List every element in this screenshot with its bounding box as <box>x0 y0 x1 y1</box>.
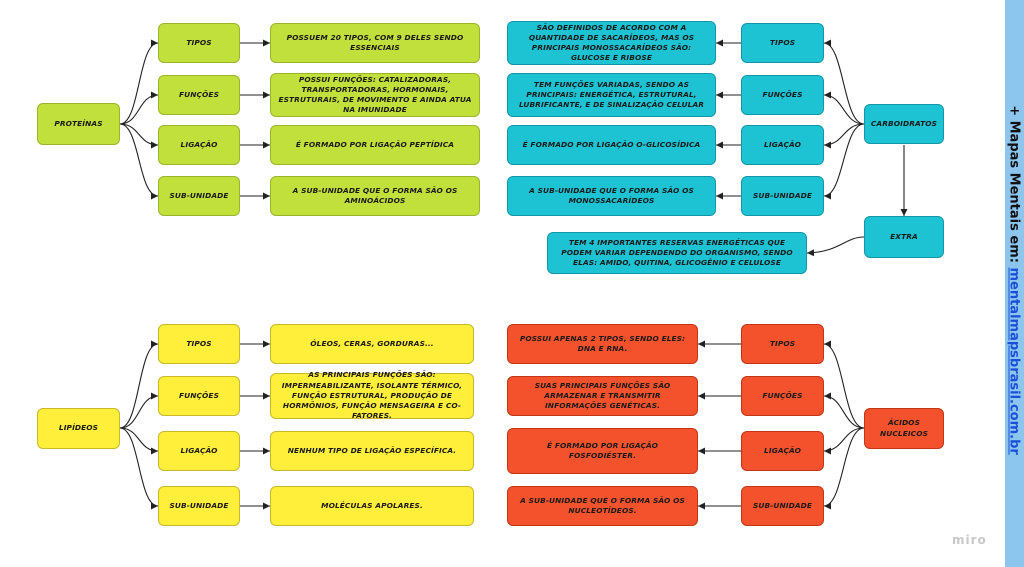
proteinas-root[interactable]: Proteínas <box>37 103 120 145</box>
proteinas-connectors <box>119 39 270 200</box>
acidos-root[interactable]: Ácidos nucleicos <box>864 408 944 449</box>
connector-carboidratos-subunidade <box>823 123 865 200</box>
carboidratos-subunidade-detail[interactable]: A sub-unidade que o forma são os monossa… <box>507 176 716 216</box>
lipidios-subunidade-detail[interactable]: Moléculas apolares. <box>270 486 474 526</box>
proteinas-funcoes[interactable]: Funções <box>158 75 240 115</box>
proteinas-tipos[interactable]: Tipos <box>158 23 240 63</box>
connector-lipidios-tipos <box>119 340 159 429</box>
carboidratos-ligacao-detail[interactable]: É formado por ligação o-glicosídica <box>507 125 716 165</box>
connector-proteinas-ligacao <box>119 123 159 149</box>
lipidios-subunidade[interactable]: Sub-unidade <box>158 486 240 526</box>
lipidios-ligacao-detail[interactable]: Nenhum tipo de ligação específica. <box>270 431 474 471</box>
lipidios-funcoes-detail[interactable]: As principais funções são: impermeabiliz… <box>270 370 474 420</box>
lipidios-tipos[interactable]: Tipos <box>158 324 240 364</box>
lipidios-funcoes[interactable]: Funções <box>158 376 240 416</box>
proteinas-subunidade[interactable]: Sub-unidade <box>158 176 240 216</box>
acidos-ligacao-detail[interactable]: É formado por ligação fosfodiéster. <box>507 428 698 474</box>
acidos-subunidade[interactable]: Sub-unidade <box>741 486 824 526</box>
acidos-tipos-detail[interactable]: Possui apenas 2 tipos, sendo eles: DNA e… <box>507 324 698 364</box>
carboidratos-tipos-detail[interactable]: São definidos de acordo com a quantidade… <box>507 21 716 65</box>
connector-lipidios-ligacao <box>119 427 159 455</box>
connector-lipidios-subunidade <box>119 427 159 510</box>
proteinas-subunidade-detail[interactable]: A sub-unidade que o forma são os aminoác… <box>270 176 480 216</box>
acidos-ligacao[interactable]: Ligação <box>741 431 824 471</box>
carboidratos-subunidade[interactable]: Sub-unidade <box>741 176 824 216</box>
lipidios-root[interactable]: Lipídeos <box>37 408 120 449</box>
lipidios-tipos-detail[interactable]: Óleos, ceras, gorduras... <box>270 324 474 364</box>
acidos-tipos[interactable]: Tipos <box>741 324 824 364</box>
carboidratos-root[interactable]: Carboidratos <box>864 104 944 144</box>
lipidios-connectors <box>119 340 270 510</box>
connector-lipidios-funcoes <box>119 392 159 429</box>
carboidratos-funcoes-detail[interactable]: Tem funções variadas, sendo as principai… <box>507 73 716 117</box>
promo-sidebar <box>1005 0 1024 567</box>
connector-proteinas-subunidade <box>119 123 159 200</box>
carboidratos-extra[interactable]: Extra <box>864 216 944 258</box>
connector-carboidratos-tipos <box>823 39 865 125</box>
proteinas-ligacao-detail[interactable]: É formado por ligação peptídica <box>270 125 480 165</box>
connector-acidos-ligacao <box>823 427 865 455</box>
connector-proteinas-tipos <box>119 39 159 125</box>
proteinas-funcoes-detail[interactable]: Possui funções: catalizadoras, transport… <box>270 73 480 117</box>
acidos-subunidade-detail[interactable]: A sub-unidade que o forma são os nucleot… <box>507 486 698 526</box>
promo-link[interactable]: mentalmapsbrasil.com.br <box>1006 267 1022 455</box>
lipidios-ligacao[interactable]: Ligação <box>158 431 240 471</box>
acidos-funcoes-detail[interactable]: Suas principais funções são armazenar e … <box>507 376 698 416</box>
acidos-funcoes[interactable]: Funções <box>741 376 824 416</box>
proteinas-ligacao[interactable]: Ligação <box>158 125 240 165</box>
proteinas-tipos-detail[interactable]: Possuem 20 tipos, com 9 deles sendo esse… <box>270 23 480 63</box>
connector-carboidratos-funcoes <box>823 91 865 125</box>
connector-proteinas-funcoes <box>119 91 159 125</box>
connector-carboidratos-ligacao <box>823 123 865 149</box>
carboidratos-tipos[interactable]: Tipos <box>741 23 824 63</box>
promo-text: + Mapas Mentais em: mentalmapsbrasil.com… <box>1007 105 1022 455</box>
acidos-connectors <box>698 340 865 510</box>
carboidratos-extra-detail[interactable]: Tem 4 importantes reservas energéticas q… <box>547 232 807 274</box>
carboidratos-funcoes[interactable]: Funções <box>741 75 824 115</box>
connector-acidos-subunidade <box>823 427 865 510</box>
miro-watermark: miro <box>952 533 987 547</box>
connector-acidos-tipos <box>823 340 865 429</box>
connector-acidos-funcoes <box>823 392 865 429</box>
connector-extra-detail <box>806 236 865 257</box>
promo-prefix: + Mapas Mentais em: <box>1006 105 1022 263</box>
carboidratos-ligacao[interactable]: Ligação <box>741 125 824 165</box>
